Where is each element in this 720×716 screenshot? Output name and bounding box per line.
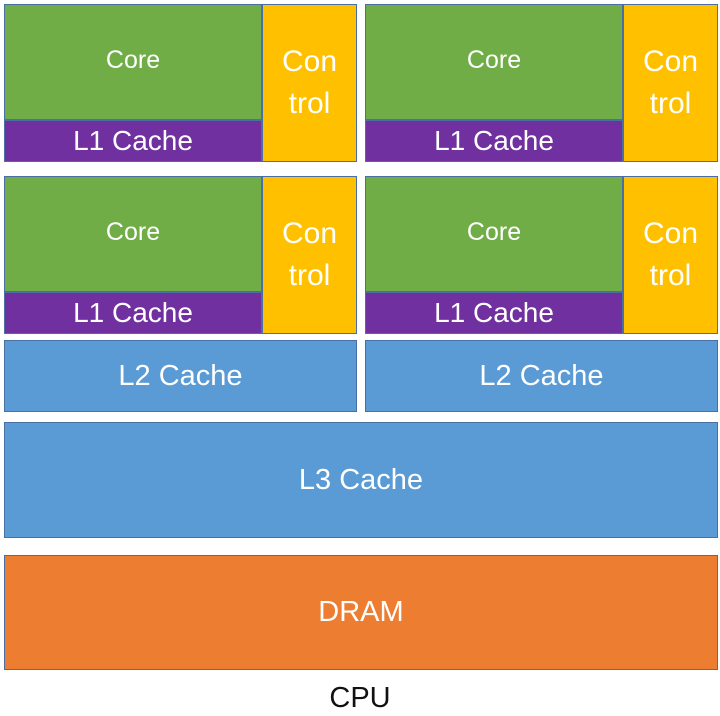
dram-label: DRAM — [318, 596, 404, 628]
control-block: Con trol — [623, 176, 718, 334]
l2-cache-block: L2 Cache — [4, 340, 357, 412]
core-block: Core — [4, 4, 262, 120]
l1-cache-block: L1 Cache — [4, 292, 262, 334]
l2-cache-block: L2 Cache — [365, 340, 718, 412]
control-label-line1: Con — [281, 45, 338, 78]
l2-cache-label: L2 Cache — [118, 359, 243, 392]
control-label-line2: trol — [649, 259, 692, 292]
core-label: Core — [105, 217, 161, 246]
l3-cache-block: L3 Cache — [4, 422, 718, 538]
control-label-line1: Con — [642, 45, 699, 78]
l1-cache-label: L1 Cache — [434, 125, 554, 156]
l2-cache-label: L2 Cache — [479, 359, 604, 392]
l1-cache-block: L1 Cache — [4, 120, 262, 162]
core-block: Core — [4, 176, 262, 292]
control-block: Con trol — [623, 4, 718, 162]
control-label-line1: Con — [642, 217, 699, 250]
control-label-line2: trol — [649, 87, 692, 120]
l1-cache-label: L1 Cache — [73, 125, 193, 156]
control-block: Con trol — [262, 176, 357, 334]
core-block: Core — [365, 4, 623, 120]
control-label-line2: trol — [288, 87, 331, 120]
l1-cache-block: L1 Cache — [365, 292, 623, 334]
control-block: Con trol — [262, 4, 357, 162]
l1-cache-label: L1 Cache — [73, 297, 193, 328]
dram-block: DRAM — [4, 555, 718, 670]
l1-cache-label: L1 Cache — [434, 297, 554, 328]
core-label: Core — [466, 217, 522, 246]
core-block: Core — [365, 176, 623, 292]
l3-cache-label: L3 Cache — [298, 463, 424, 496]
core-label: Core — [105, 45, 161, 74]
control-label-line1: Con — [281, 217, 338, 250]
core-label: Core — [466, 45, 522, 74]
diagram-caption: CPU — [329, 682, 391, 714]
l1-cache-block: L1 Cache — [365, 120, 623, 162]
control-label-line2: trol — [288, 259, 331, 292]
